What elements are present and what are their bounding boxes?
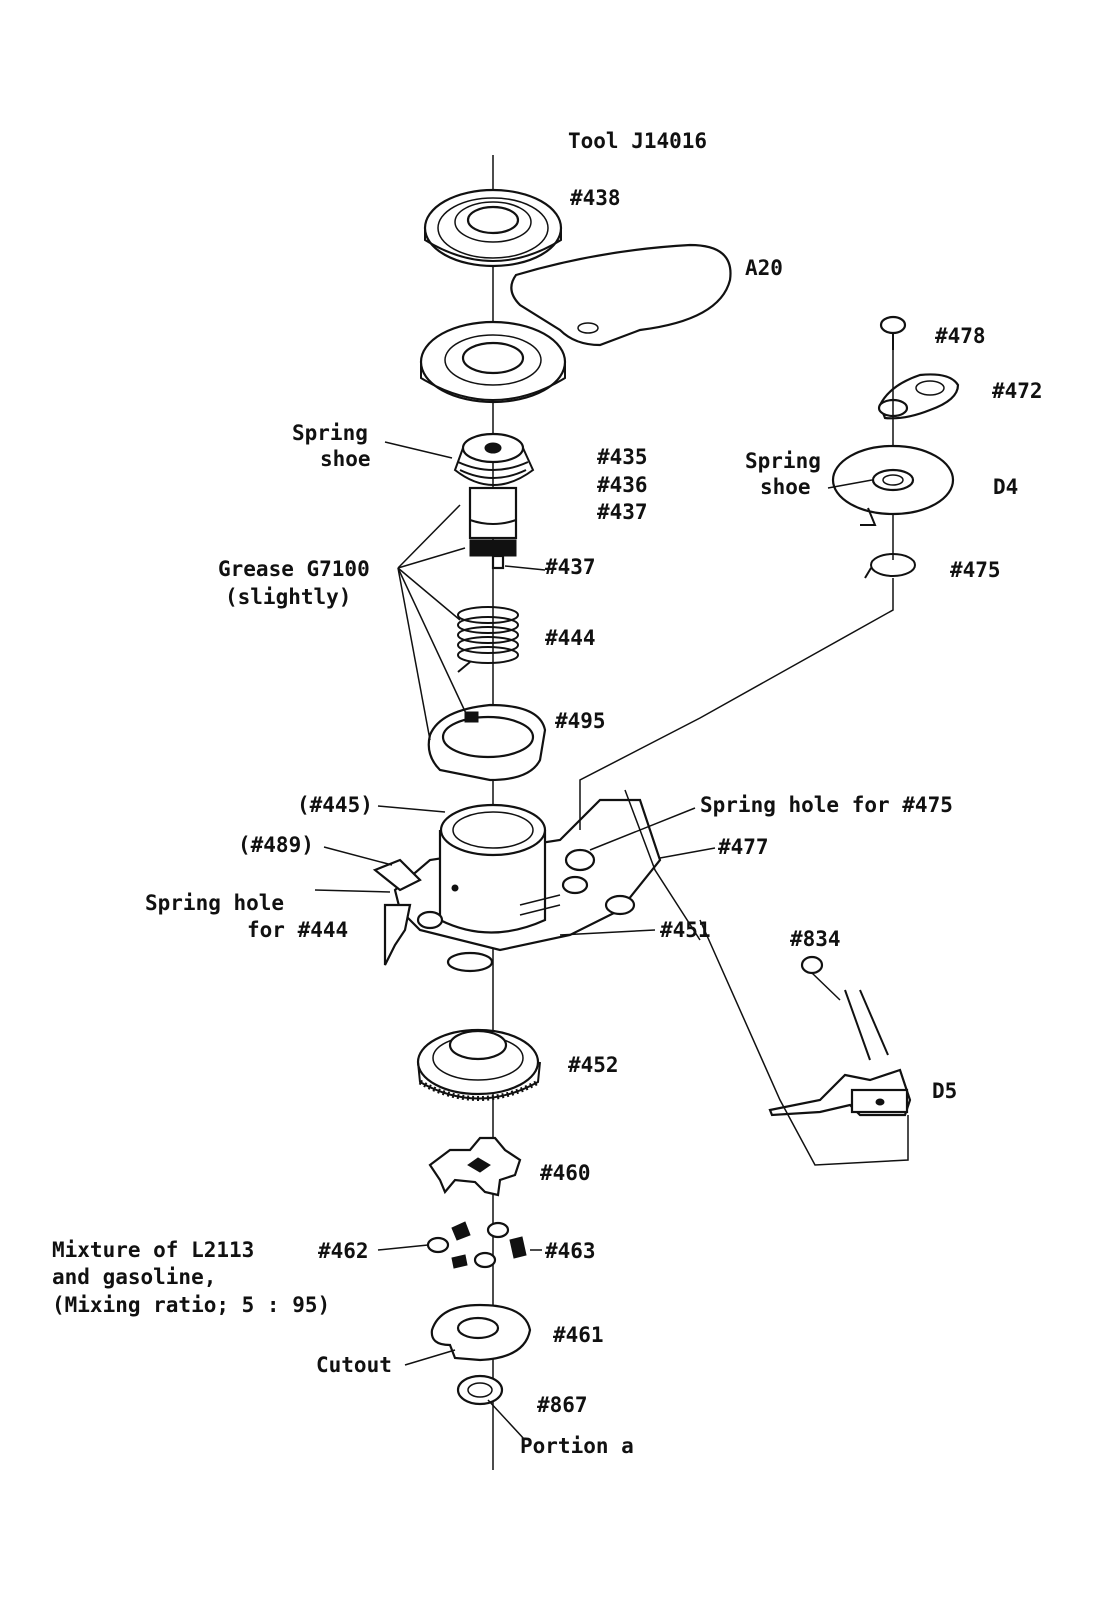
part-472-lever	[877, 373, 960, 420]
spring-hole-444-label-line1: Spring hole	[145, 891, 284, 915]
part-d5-bracket	[699, 919, 912, 1166]
part-462-label: #462	[318, 1239, 369, 1263]
part-478-label: #478	[935, 324, 986, 348]
part-867-ring	[456, 1374, 504, 1406]
part-435-437-assembly	[453, 432, 535, 570]
part-463-label: #463	[545, 1239, 596, 1263]
part-477-label: #477	[718, 835, 769, 859]
part-452-gear	[416, 1028, 541, 1101]
part-437-label-upper: #437	[597, 500, 648, 524]
spring-hole-475-label: Spring hole for #475	[700, 793, 953, 817]
part-437-label-lower: #437	[545, 555, 596, 579]
spring-shoe-label-line1: Spring	[292, 421, 368, 445]
spring-shoe-2-label-line2: shoe	[760, 475, 811, 499]
part-475-label: #475	[950, 558, 1001, 582]
mixture-label-line1: Mixture of L2113	[52, 1238, 254, 1262]
leader-lines	[314, 441, 873, 1441]
part-461-label: #461	[553, 1323, 604, 1347]
part-495-plate	[427, 703, 547, 782]
part-444-label: #444	[545, 626, 596, 650]
tool-label: Tool J14016	[568, 129, 707, 153]
part-435-label: #435	[597, 445, 648, 469]
part-d4-disc	[831, 444, 955, 526]
spring-475-path	[579, 578, 894, 830]
part-438-label: #438	[570, 186, 621, 210]
part-460-label: #460	[540, 1161, 591, 1185]
part-438-ring	[423, 188, 563, 268]
spring-shoe-label-line2: shoe	[320, 447, 371, 471]
mixture-label-line2: and gasoline,	[52, 1265, 216, 1289]
part-478-screw	[879, 315, 907, 350]
part-495-label: #495	[555, 709, 606, 733]
part-462-463-pins	[426, 1221, 527, 1269]
mixture-label-line3: (Mixing ratio; 5 : 95)	[52, 1293, 330, 1317]
part-451-label: #451	[660, 918, 711, 942]
part-489-label: (#489)	[238, 833, 314, 857]
cutout-label: Cutout	[316, 1353, 392, 1377]
d4-label: D4	[993, 475, 1018, 499]
portion-a-label: Portion a	[520, 1434, 634, 1458]
spring-shoe-2-label-line1: Spring	[745, 449, 821, 473]
part-472-label: #472	[992, 379, 1043, 403]
grease-label-line2: (slightly)	[225, 585, 351, 609]
part-460-washer	[428, 1136, 522, 1197]
part-444-spring	[457, 606, 519, 673]
part-452-label: #452	[568, 1053, 619, 1077]
part-461-plate	[430, 1303, 532, 1362]
part-451-base-plate	[372, 798, 662, 973]
part-867-label: #867	[537, 1393, 588, 1417]
part-436-label: #436	[597, 473, 648, 497]
part-a20-lever	[419, 243, 732, 404]
part-445-label: (#445)	[297, 793, 373, 817]
d5-connector-line	[624, 789, 701, 941]
part-a20-label: A20	[745, 256, 783, 280]
part-834-label: #834	[790, 927, 841, 951]
d5-label: D5	[932, 1079, 957, 1103]
spring-hole-444-label-line2: for #444	[247, 918, 348, 942]
grease-label-line1: Grease G7100	[218, 557, 370, 581]
part-475-spring	[864, 553, 916, 579]
